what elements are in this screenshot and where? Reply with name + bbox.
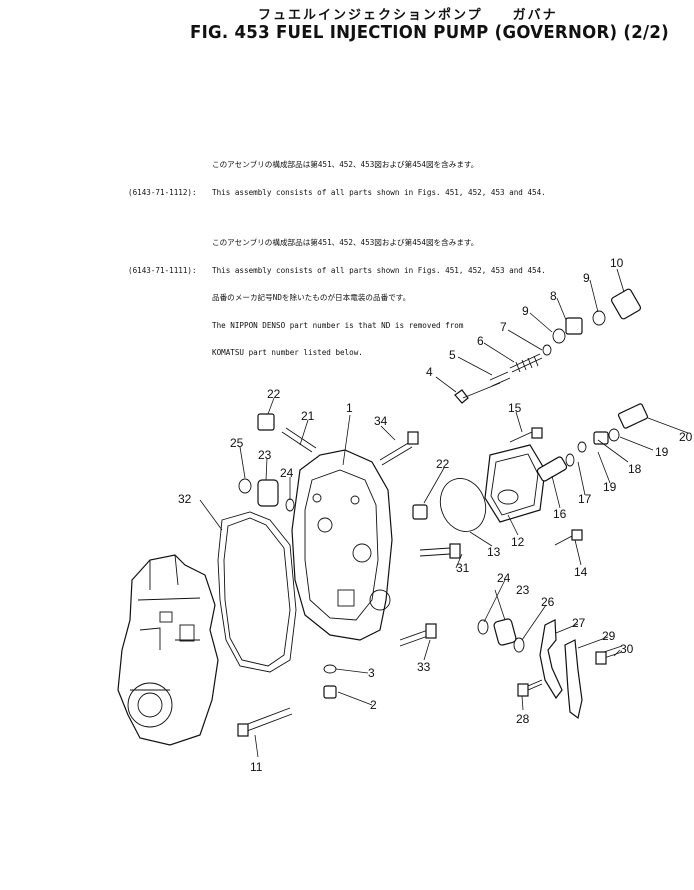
callout-17: 17 xyxy=(578,492,592,506)
note-line-4: (6143-71-1111):This assembly consists of… xyxy=(128,265,546,275)
callout-22b: 22 xyxy=(436,457,450,471)
callout-19a: 19 xyxy=(603,480,617,494)
callout-4: 4 xyxy=(426,365,433,379)
callout-25: 25 xyxy=(230,436,244,450)
cover-12 xyxy=(484,444,546,523)
callout-18: 18 xyxy=(628,462,642,476)
figure-title: FIG. 453 FUEL INJECTION PUMP (GOVERNOR) … xyxy=(190,22,669,43)
callout-10: 10 xyxy=(610,256,624,270)
callout-23b: 23 xyxy=(516,583,530,597)
note-line-7: KOMATSU part number listed below. xyxy=(212,348,363,358)
callout-9a: 9 xyxy=(522,304,529,318)
callout-6: 6 xyxy=(477,334,484,348)
callout-2: 2 xyxy=(370,698,377,712)
callout-26: 26 xyxy=(541,595,555,609)
callout-24a: 24 xyxy=(280,466,294,480)
callout-12: 12 xyxy=(511,535,525,549)
callout-7: 7 xyxy=(500,320,507,334)
callout-32: 32 xyxy=(178,492,192,506)
callout-24b: 24 xyxy=(497,571,511,585)
callout-3: 3 xyxy=(368,666,375,680)
pump-body-illustration xyxy=(117,554,219,746)
gasket-32 xyxy=(217,511,297,673)
callout-16: 16 xyxy=(553,507,567,521)
callout-labels: 1 2 3 4 5 6 7 8 9 9 10 11 12 13 14 15 16… xyxy=(178,256,693,774)
callout-9b: 9 xyxy=(583,271,590,285)
note-line-6: The NIPPON DENSO part number is that ND … xyxy=(212,320,464,330)
callout-5: 5 xyxy=(449,348,456,362)
note-line-3: このアセンブリの構成部品は第451、452、453図および第454図を含みます。 xyxy=(212,238,479,247)
callout-20: 20 xyxy=(679,430,693,444)
callout-34: 34 xyxy=(374,414,388,428)
title-japanese: フュエルインジェクションポンプ ガバナ xyxy=(258,7,558,22)
callout-15: 15 xyxy=(508,401,522,415)
note-line-5: 品番のメーカ記号NDを除いたものが日本電装の品番です。 xyxy=(212,293,411,303)
callout-30: 30 xyxy=(620,642,634,656)
callout-27: 27 xyxy=(572,616,586,630)
callout-11: 11 xyxy=(250,760,263,774)
gasket-13 xyxy=(439,478,487,532)
callout-8: 8 xyxy=(550,289,557,303)
callout-23a: 23 xyxy=(258,448,272,462)
callout-31: 31 xyxy=(456,561,470,575)
callout-19b: 19 xyxy=(655,445,669,459)
callout-13: 13 xyxy=(487,545,501,559)
callout-29: 29 xyxy=(602,629,616,643)
note-line-1: このアセンブリの構成部品は第451、452、453図および第454図を含みます。 xyxy=(212,160,479,170)
governor-housing-1 xyxy=(291,449,393,641)
note-line-2: (6143-71-1112):This assembly consists of… xyxy=(128,188,546,197)
assembly-notes: このアセンブリの構成部品は第451、452、453図および第454図を含みます。… xyxy=(128,142,546,367)
callout-22a: 22 xyxy=(267,387,281,401)
callout-1: 1 xyxy=(346,401,353,415)
callout-14: 14 xyxy=(574,565,588,579)
callout-33: 33 xyxy=(417,660,431,674)
leader-lines xyxy=(199,268,689,758)
callout-28: 28 xyxy=(516,712,530,726)
small-parts xyxy=(237,288,649,737)
callout-21: 21 xyxy=(301,409,315,423)
